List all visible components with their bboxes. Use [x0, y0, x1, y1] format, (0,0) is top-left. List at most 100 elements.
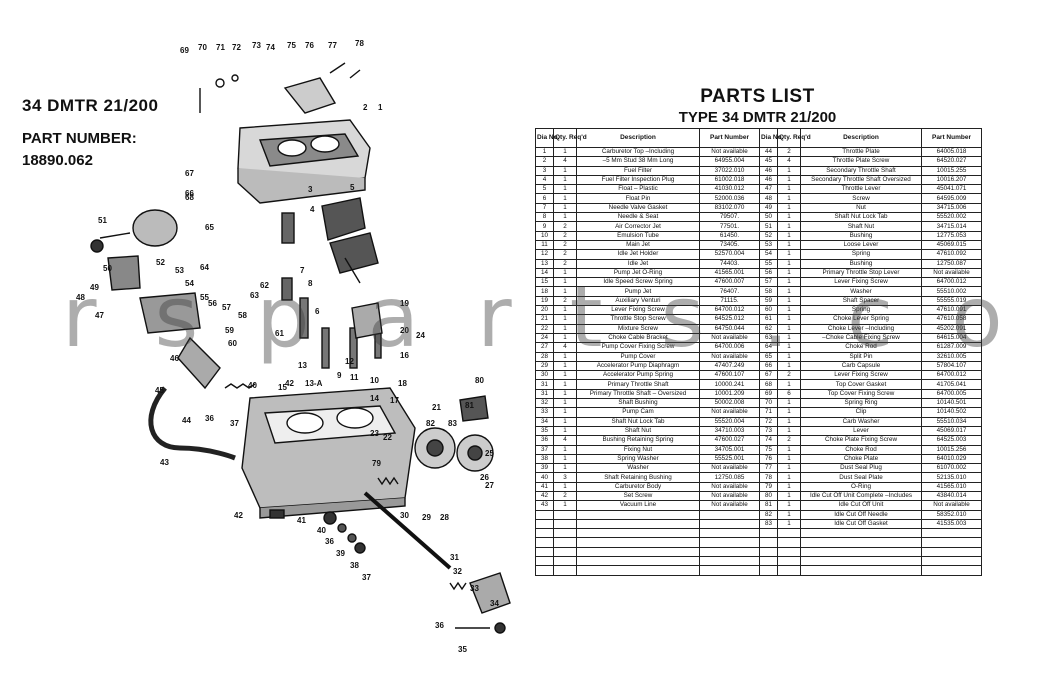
- svg-text:59: 59: [225, 326, 234, 335]
- table-row-empty: [535, 537, 760, 548]
- cell-dia-no: 79: [759, 481, 778, 493]
- svg-text:49: 49: [90, 283, 99, 292]
- svg-text:46: 46: [170, 354, 179, 363]
- cell-dia-no: 76: [759, 453, 778, 465]
- cell-qty: 1: [777, 212, 801, 223]
- svg-text:76: 76: [305, 41, 314, 50]
- watermark: rsparts.co: [62, 268, 1061, 366]
- cell-description: [576, 556, 700, 567]
- cell-qty: [553, 565, 577, 576]
- cell-qty: 1: [553, 425, 577, 437]
- cell-description: Fuel Filter Inspection Plug: [576, 174, 700, 186]
- cell-part-number: 79507.: [699, 212, 760, 223]
- parts-table-left: Dia No. Qty. Req'd Description Part Numb…: [535, 128, 760, 576]
- cell-description: Loose Lever: [800, 239, 922, 251]
- parts-list-subtitle: TYPE 34 DMTR 21/200: [678, 109, 837, 126]
- cell-description: [800, 537, 922, 548]
- cell-dia-no: 53: [759, 239, 778, 251]
- cell-qty: 2: [553, 490, 577, 502]
- svg-text:80: 80: [475, 376, 484, 385]
- cell-description: Dust Seal Plug: [800, 463, 922, 474]
- cell-qty: [777, 565, 801, 576]
- cell-part-number: [921, 528, 982, 539]
- cell-part-number: 64700.012: [921, 370, 982, 381]
- cell-dia-no: 3: [535, 165, 554, 176]
- cell-description: Accelerator Pump Spring: [576, 370, 700, 381]
- cell-description: [800, 528, 922, 539]
- svg-text:5: 5: [350, 183, 355, 192]
- cell-part-number: 77501.: [699, 221, 760, 232]
- cell-qty: 1: [777, 174, 801, 186]
- cell-dia-no: 33: [535, 407, 554, 418]
- cell-part-number: 64005.018: [921, 146, 982, 158]
- cell-qty: 1: [777, 453, 801, 465]
- cell-qty: 2: [777, 370, 801, 381]
- cell-dia-no: 32: [535, 397, 554, 409]
- cell-part-number: Not available: [699, 407, 760, 418]
- cell-dia-no: 44: [759, 146, 778, 158]
- svg-text:8: 8: [308, 279, 313, 288]
- cell-qty: 2: [553, 249, 577, 260]
- cell-qty: [553, 537, 577, 548]
- svg-text:13-A: 13-A: [305, 379, 323, 388]
- svg-text:17: 17: [390, 396, 399, 405]
- svg-text:7: 7: [300, 266, 305, 275]
- cell-part-number: 10015.255: [921, 165, 982, 176]
- svg-text:55: 55: [200, 293, 209, 302]
- cell-qty: 1: [553, 174, 577, 186]
- svg-text:68: 68: [185, 193, 194, 202]
- svg-text:22: 22: [383, 433, 392, 442]
- cell-description: Primary Throttle Shaft: [576, 379, 700, 390]
- svg-text:45: 45: [155, 386, 164, 395]
- cell-qty: 1: [777, 490, 801, 502]
- col-qty: Qty. Req'd: [553, 128, 587, 148]
- cell-qty: 1: [777, 416, 801, 427]
- cell-qty: 1: [553, 193, 577, 204]
- svg-text:13: 13: [298, 361, 307, 370]
- svg-text:56: 56: [208, 299, 217, 308]
- svg-text:50: 50: [103, 264, 112, 273]
- cell-part-number: 55520.004: [699, 416, 760, 427]
- cell-qty: 1: [777, 481, 801, 493]
- cell-part-number: 64595.009: [921, 193, 982, 204]
- table-row-empty: [759, 565, 982, 576]
- table-header-row: Dia No. Qty. Req'd Description Part Numb…: [535, 128, 760, 148]
- cell-dia-no: [759, 546, 778, 558]
- cell-dia-no: 43: [535, 500, 554, 511]
- cell-qty: 1: [777, 407, 801, 418]
- cell-dia-no: [535, 528, 554, 539]
- cell-description: Lever Fixing Screw: [800, 370, 922, 381]
- col-dia-no: Dia No.: [759, 128, 783, 148]
- cell-description: Throttle Plate Screw: [800, 156, 922, 167]
- cell-qty: 1: [553, 202, 577, 214]
- svg-text:36: 36: [205, 414, 214, 423]
- table-row-empty: [759, 546, 982, 558]
- cell-dia-no: 80: [759, 490, 778, 502]
- svg-text:74: 74: [266, 43, 275, 52]
- cell-part-number: 34715.006: [921, 202, 982, 214]
- cell-dia-no: 30: [535, 370, 554, 381]
- cell-description: Nut: [800, 202, 922, 214]
- cell-description: Shaft Nut Lock Tab: [800, 212, 922, 223]
- cell-description: Needle & Seat: [576, 212, 700, 223]
- cell-description: Idle Cut Off Unit: [800, 500, 922, 511]
- cell-description: Spring Ring: [800, 397, 922, 409]
- cell-qty: 1: [553, 370, 577, 381]
- col-part-number: Part Number: [921, 128, 982, 148]
- cell-dia-no: 36: [535, 435, 554, 446]
